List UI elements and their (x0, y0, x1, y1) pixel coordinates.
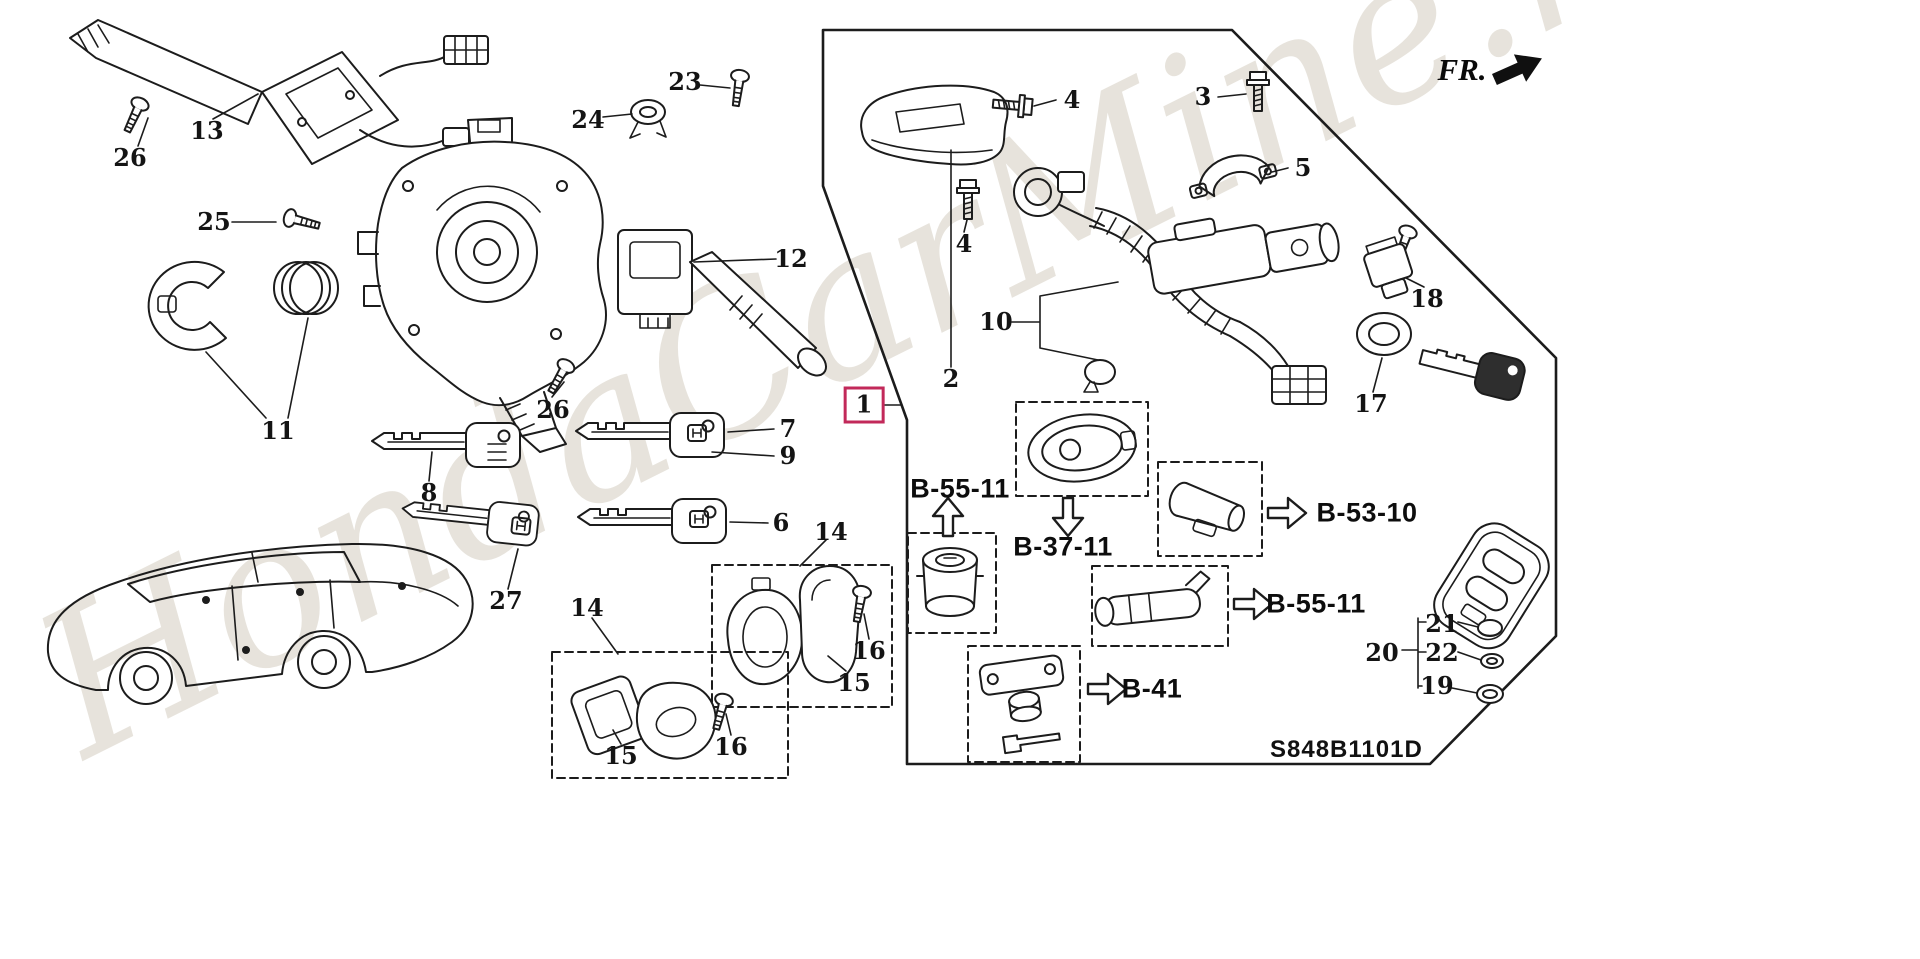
subbox-cylinder-b5310 (1157, 461, 1263, 557)
callout-20[interactable]: 20 (1365, 638, 1399, 667)
ref-code-B-53-10[interactable]: B-53-10 (1316, 497, 1418, 528)
lock-cylinder-b5310-drawing (1168, 481, 1245, 538)
ref-code-B-41[interactable]: B-41 (1121, 673, 1183, 704)
fr-arrow-icon (1492, 54, 1542, 85)
lock-cylinder-b5511-drawing (916, 547, 984, 617)
subbox-door-switch (1015, 401, 1149, 497)
callout-9[interactable]: 9 (779, 441, 797, 470)
callout-16[interactable]: 16 (714, 732, 748, 761)
callout-26[interactable]: 26 (113, 143, 147, 172)
callout-2[interactable]: 2 (942, 364, 960, 393)
ref-arrow-right-icon (1266, 496, 1308, 530)
remote-fob-drawing (1433, 522, 1550, 650)
diagram-code: S848B1101D (1270, 736, 1423, 763)
selected-callout-1[interactable]: 1 (843, 386, 885, 424)
callout-10[interactable]: 10 (979, 307, 1013, 336)
fr-direction-label: FR. (1437, 52, 1487, 87)
ignition-lock-assembly-drawing (1013, 167, 1340, 405)
cancel-ring-and-spring-drawing (147, 260, 339, 351)
lock-switch-group-right (711, 564, 893, 708)
ref-arrow-right-icon (1086, 672, 1128, 706)
snap-clip-drawing (629, 99, 667, 139)
callout-5[interactable]: 5 (1294, 153, 1312, 182)
ref-arrow-up-icon (931, 496, 965, 538)
ref-code-B-37-11[interactable]: B-37-11 (1013, 531, 1113, 562)
clamp-5-drawing (1188, 154, 1278, 199)
callout-18[interactable]: 18 (1410, 284, 1444, 313)
callout-15[interactable]: 15 (837, 668, 871, 697)
assembly-boundary (821, 28, 1558, 766)
callout-24[interactable]: 24 (571, 105, 605, 134)
callout-27[interactable]: 27 (489, 586, 523, 615)
callout-4[interactable]: 4 (1063, 85, 1081, 114)
callout-7[interactable]: 7 (779, 414, 797, 443)
callout-14[interactable]: 14 (570, 593, 604, 622)
wiper-switch-drawing (617, 229, 827, 377)
glovebox-lock-drawing (978, 654, 1065, 755)
callout-26[interactable]: 26 (536, 395, 570, 424)
switch-18-drawing (1363, 236, 1414, 300)
combination-switch-drawing (69, 19, 489, 165)
screw-26-top (118, 93, 152, 136)
callout-6[interactable]: 6 (772, 508, 790, 537)
ignition-key-drawing (1418, 348, 1526, 401)
callout-19[interactable]: 19 (1420, 671, 1454, 700)
trunk-cylinder-drawing (1094, 570, 1211, 627)
callout-14[interactable]: 14 (814, 517, 848, 546)
column-cover-drawing (860, 84, 1009, 166)
subbox-lock-b41 (967, 645, 1081, 763)
key-blank-8 (371, 422, 521, 468)
ref-code-B-55-11[interactable]: B-55-11 (1266, 588, 1366, 619)
fob-small-parts-drawing (1476, 619, 1504, 704)
callout-12[interactable]: 12 (774, 244, 808, 273)
callout-13[interactable]: 13 (190, 116, 224, 145)
car-silhouette (46, 542, 474, 705)
ref-code-B-55-11[interactable]: B-55-11 (910, 473, 1010, 504)
callout-11[interactable]: 11 (261, 416, 295, 445)
callout-17[interactable]: 17 (1354, 389, 1388, 418)
ring-17-drawing (1356, 312, 1412, 356)
ref-arrow-down-icon (1051, 496, 1085, 538)
callout-22[interactable]: 22 (1425, 638, 1459, 667)
callout-8[interactable]: 8 (420, 478, 438, 507)
screw-25 (280, 206, 323, 236)
leader-lines (137, 84, 1482, 745)
callout-3[interactable]: 3 (1194, 82, 1212, 111)
subbox-cylinder-trunk (1091, 565, 1229, 647)
lock-switch-group-bottom (551, 651, 789, 779)
callout-21[interactable]: 21 (1425, 609, 1459, 638)
callout-16[interactable]: 16 (852, 636, 886, 665)
callout-23[interactable]: 23 (668, 67, 702, 96)
callout-4[interactable]: 4 (955, 229, 973, 258)
door-switch-oval-drawing (1027, 413, 1137, 483)
callout-25[interactable]: 25 (197, 207, 231, 236)
callout-15[interactable]: 15 (604, 741, 638, 770)
